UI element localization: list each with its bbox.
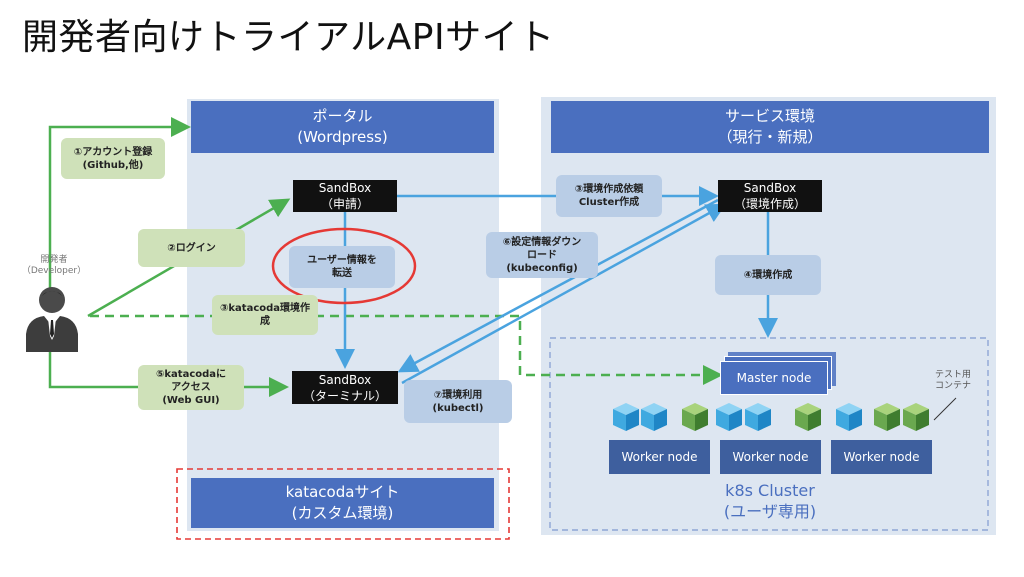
step-1-box: ①アカウント登録 (Github,他)	[61, 138, 165, 179]
worker-node-3-label: Worker node	[843, 450, 920, 464]
test-container-line2: コンテナ	[934, 381, 971, 391]
worker-node-1: Worker node	[609, 440, 710, 474]
master-node-label: Master node	[736, 371, 812, 385]
step-2-line1: ②ログイン	[167, 242, 216, 254]
blue-cube-icon	[836, 403, 862, 431]
step-4-box: ④環境作成	[715, 255, 821, 295]
green-cube-icon	[874, 403, 900, 431]
green-cube-icon	[682, 403, 708, 431]
step-7-box: ⑦環境利用 (kubectl)	[404, 380, 512, 423]
developer-line2: （Developer）	[21, 266, 87, 276]
portal-header-line2: (Wordpress)	[297, 128, 388, 146]
sandbox-terminal-box: SandBox （ターミナル）	[292, 371, 398, 404]
step-6-line2: ロード	[527, 249, 557, 261]
step-5-line3: (Web GUI)	[162, 395, 220, 406]
user-info-line2: 転送	[332, 268, 352, 279]
blue-cube-icon	[613, 403, 639, 431]
step-1-line2: (Github,他)	[82, 159, 144, 171]
step-3a-line1: ③katacoda環境作	[219, 303, 311, 314]
service-header: サービス環境 （現行・新規）	[551, 101, 989, 153]
worker-node-1-label: Worker node	[621, 450, 698, 464]
step-3a-line2: 成	[260, 316, 270, 327]
katacoda-header-line2: (カスタム環境)	[291, 504, 394, 522]
worker-node-2: Worker node	[720, 440, 821, 474]
test-container-callout	[933, 397, 957, 421]
sandbox-apply-line1: SandBox	[318, 181, 372, 195]
portal-header-line1: ポータル	[312, 107, 373, 125]
sandbox-env-box: SandBox （環境作成）	[718, 180, 822, 212]
arrow-account	[48, 117, 191, 290]
sandbox-apply-box: SandBox （申請）	[293, 180, 397, 212]
developer-line1: 開発者	[40, 255, 68, 265]
green-cube-icon	[795, 403, 821, 431]
k8s-line1: k8s Cluster	[725, 481, 815, 500]
k8s-cluster-label: k8s Cluster (ユーザ専用)	[670, 480, 870, 522]
developer-label: 開発者 （Developer）	[14, 255, 94, 277]
katacoda-header-line1: katacodaサイト	[285, 483, 400, 501]
arrow-use	[401, 203, 727, 385]
test-container-line1: テスト用	[934, 370, 971, 380]
sandbox-env-line1: SandBox	[743, 181, 797, 195]
blue-cube-icon	[716, 403, 742, 431]
green-cube-icon	[903, 403, 929, 431]
step-3b-line2: Cluster作成	[578, 197, 640, 208]
step-7-line1: ⑦環境利用	[433, 389, 483, 401]
step-6-line1: ⑥設定情報ダウン	[502, 236, 582, 248]
service-header-line2: （現行・新規）	[717, 128, 823, 146]
blue-cube-icon	[641, 403, 667, 431]
master-node: Master node	[720, 361, 828, 395]
step-3b-box: ③環境作成依頼 Cluster作成	[556, 175, 662, 217]
step-1-line1: ①アカウント登録	[73, 146, 153, 158]
portal-header: ポータル (Wordpress)	[191, 101, 494, 153]
worker-node-2-label: Worker node	[732, 450, 809, 464]
worker-node-3: Worker node	[831, 440, 932, 474]
sandbox-env-line2: （環境作成）	[733, 197, 806, 211]
sandbox-terminal-line2: （ターミナル）	[302, 388, 387, 403]
step-2-box: ②ログイン	[138, 229, 245, 267]
user-info-box: ユーザー情報を 転送	[289, 246, 395, 288]
katacoda-header: katacodaサイト (カスタム環境)	[191, 478, 494, 528]
step-6-box: ⑥設定情報ダウン ロード (kubeconfig)	[486, 232, 598, 278]
sandbox-terminal-line1: SandBox	[318, 372, 372, 387]
sandbox-apply-line2: （申請）	[320, 197, 369, 211]
user-info-line1: ユーザー情報を	[307, 255, 377, 266]
step-6-line3: (kubeconfig)	[506, 262, 578, 274]
blue-cube-icon	[745, 403, 771, 431]
page-title: 開発者向けトライアルAPIサイト	[22, 17, 555, 58]
step-5-box: ⑤katacodaに アクセス (Web GUI)	[138, 365, 244, 410]
service-header-line1: サービス環境	[724, 107, 815, 125]
step-5-line2: アクセス	[171, 382, 211, 393]
step-7-line2: (kubectl)	[432, 402, 484, 414]
step-3b-line1: ③環境作成依頼	[574, 184, 644, 195]
person-icon	[26, 287, 78, 352]
step-4-line1: ④環境作成	[743, 269, 793, 281]
arrow-download	[397, 198, 719, 373]
test-container-label: テスト用 コンテナ	[928, 370, 978, 392]
step-5-line1: ⑤katacodaに	[155, 369, 227, 380]
step-3a-box: ③katacoda環境作 成	[212, 295, 318, 335]
k8s-line2: (ユーザ専用)	[723, 502, 817, 521]
